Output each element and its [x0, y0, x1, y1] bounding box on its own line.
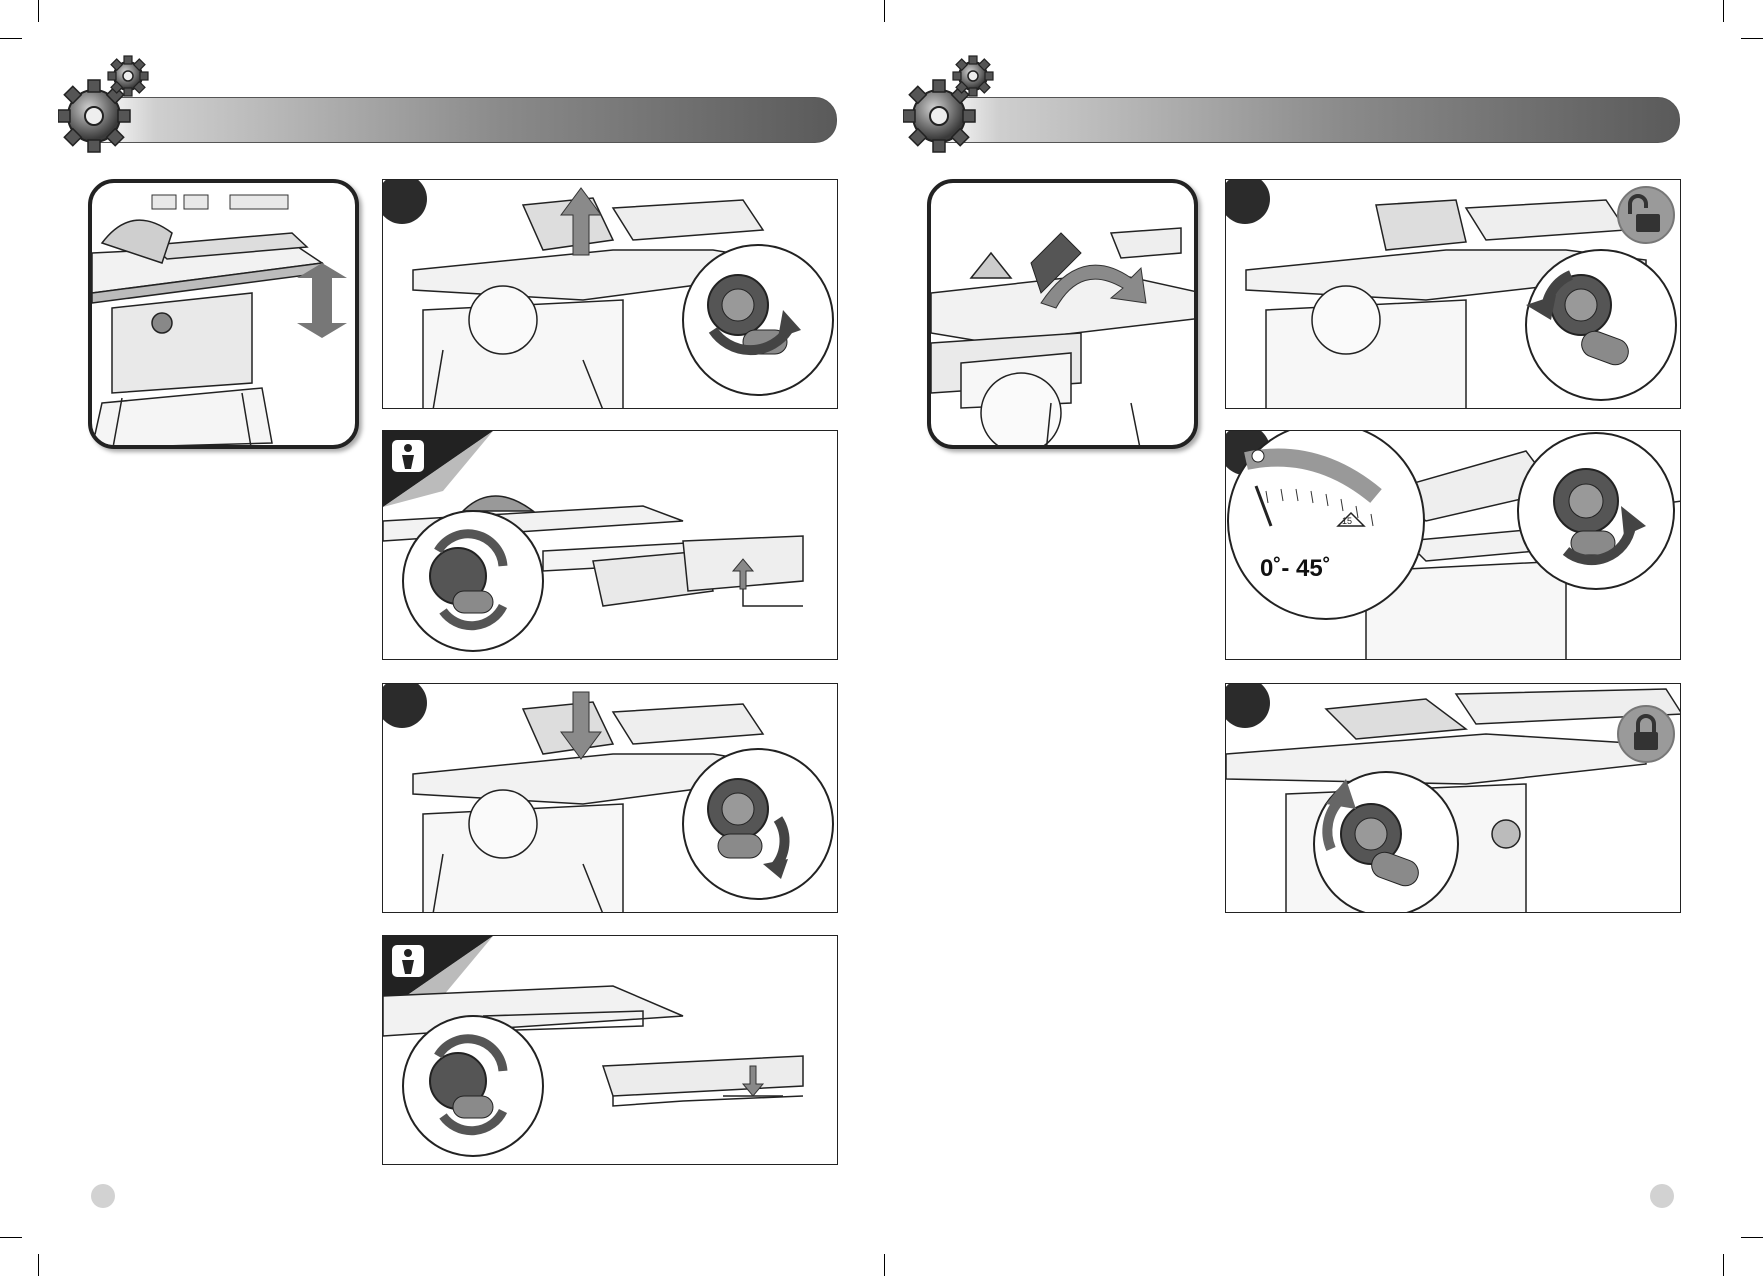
scale-number-label: 15: [1342, 516, 1352, 526]
gears-icon: [903, 54, 1003, 154]
table-saw-illustration: [1226, 180, 1681, 409]
bevel-angle-range-label: 0˚- 45˚: [1260, 555, 1331, 583]
bevel-overview-panel: [927, 179, 1198, 449]
step-panel-unlock-bevel: [1225, 179, 1681, 409]
crank-handle-magnified: [1518, 433, 1674, 589]
bevel-scale-magnified: 15: [1228, 431, 1424, 619]
bevel-scale-illustration: 15: [1226, 431, 1681, 660]
section-header-bar: [938, 97, 1680, 143]
crank-handle-magnified: [1526, 250, 1676, 400]
step-panel-lock-bevel: [1225, 683, 1681, 913]
table-saw-illustration: [1226, 684, 1681, 913]
step-panel-set-bevel-angle: 15 0˚- 45˚: [1225, 430, 1681, 660]
blade-bevel-illustration: [931, 183, 1198, 449]
padlock-locked-icon: [1618, 706, 1674, 762]
padlock-unlocked-icon: [1618, 187, 1674, 243]
crank-handle-magnified: [1314, 772, 1458, 913]
page-number-marker: [1650, 1184, 1674, 1208]
